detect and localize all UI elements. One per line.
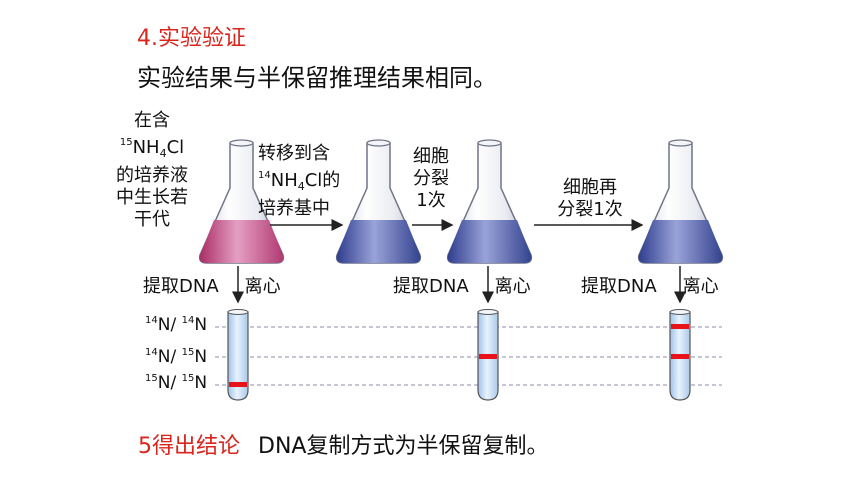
result-statement: 实验结果与半保留推理结果相同。 <box>137 64 497 92</box>
flask-transfer <box>335 139 422 264</box>
tube-second-division <box>669 309 691 401</box>
extraction-label-2: 提取DNA 离心 <box>393 272 531 298</box>
label-line: 细胞 <box>413 146 449 167</box>
flask-initial <box>198 139 285 264</box>
transfer-label: 转移到含 14NH4Cl的 培养基中 <box>258 143 358 220</box>
density-label-14N-15N: 14N/ 15N <box>145 347 208 367</box>
label-line: 分裂 <box>413 168 449 189</box>
extraction-label-1: 提取DNA 离心 <box>143 272 281 298</box>
label-line: 培养基中 <box>258 198 330 219</box>
tube-initial <box>227 309 249 401</box>
label-line: 14NH4Cl的 <box>258 170 341 193</box>
label-line: 干代 <box>134 209 170 230</box>
band-14N-14N <box>671 324 689 329</box>
conclusion-tag: 5得出结论 <box>138 434 240 459</box>
band-15N-15N <box>229 382 247 387</box>
conclusion: 5得出结论 DNA复制方式为半保留复制。 <box>138 428 548 460</box>
label-line: 中生长若 <box>116 187 188 208</box>
flask-division1 <box>446 139 533 264</box>
label-line: 细胞再 <box>563 177 617 198</box>
section-heading: 4.实验验证 <box>137 26 246 51</box>
flask-division2 <box>637 139 724 264</box>
label-line: 的培养液 <box>116 165 188 186</box>
extract-dna-text: 提取DNA <box>393 276 469 297</box>
label-line: 1次 <box>416 190 446 211</box>
density-label-14N-14N: 14N/ 14N <box>145 315 208 335</box>
label-line: 15NH4Cl <box>119 137 185 160</box>
centrifuge-text: 离心 <box>244 276 281 297</box>
initial-culture-label: 在含 15NH4Cl 的培养液 中生长若 干代 <box>112 110 192 231</box>
band-14N-15N <box>479 354 497 359</box>
density-label-15N-15N: 15N/ 15N <box>145 373 208 393</box>
division1-label: 细胞 分裂 1次 <box>405 146 457 212</box>
division2-label: 细胞再 分裂1次 <box>545 177 635 221</box>
extract-dna-text: 提取DNA <box>143 276 219 297</box>
centrifuge-text: 离心 <box>494 276 531 297</box>
centrifuge-text: 离心 <box>682 276 719 297</box>
extract-dna-text: 提取DNA <box>581 276 657 297</box>
band-14N-15N <box>671 354 689 359</box>
label-line: 在含 <box>134 110 170 131</box>
label-line: 分裂1次 <box>557 199 623 220</box>
extraction-label-3: 提取DNA 离心 <box>581 272 719 298</box>
label-line: 转移到含 <box>258 143 330 164</box>
conclusion-text: DNA复制方式为半保留复制。 <box>258 434 549 459</box>
tube-first-division <box>477 309 499 401</box>
